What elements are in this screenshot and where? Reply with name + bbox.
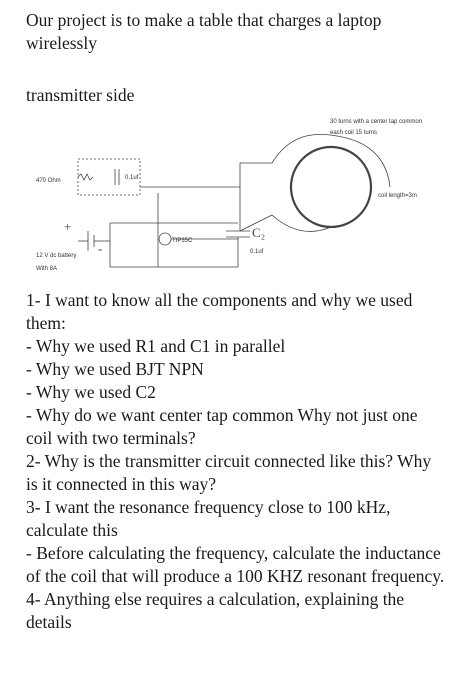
transmitter-circuit-diagram: 30 turns with a center tap common each c…	[36, 119, 422, 272]
question-item: 1- I want to know all the components and…	[26, 290, 413, 333]
coil-each-label: each coil 15 turns	[330, 130, 377, 136]
coil-circle	[289, 145, 373, 229]
question-list: 1- I want to know all the components and…	[26, 289, 446, 634]
battery-plus-label: +	[64, 219, 71, 234]
question-item: - Why we used BJT NPN	[26, 359, 204, 379]
question-item: 4- Anything else requires a calculation,…	[26, 589, 405, 632]
transistor-label: TIP35C	[172, 238, 193, 244]
battery-minus-label: -	[98, 241, 102, 256]
question-item: - Why we used R1 and C1 in parallel	[26, 336, 286, 356]
question-item: 2- Why is the transmitter circuit connec…	[26, 451, 432, 494]
question-item: - Why we used C2	[26, 382, 156, 402]
question-item: 3- I want the resonance frequency close …	[26, 497, 391, 540]
coil-length-label: coil length=3m	[378, 193, 417, 199]
intro-paragraph: Our project is to make a table that char…	[26, 10, 382, 53]
question-item: - Before calculating the frequency, calc…	[26, 543, 445, 586]
transistor-symbol	[158, 232, 172, 246]
section-title: transmitter side	[26, 85, 135, 105]
c2-label: C₂	[252, 225, 265, 240]
c2-value-label: 0.1uf	[250, 249, 264, 255]
coil-turns-label: 30 turns with a center tap common	[330, 119, 422, 125]
battery-label: 12 V dc battery	[36, 253, 76, 259]
resistor-symbol	[77, 173, 94, 181]
coil-wire-top	[240, 133, 391, 188]
resistor-label: 470 Ohm	[36, 178, 61, 184]
coil-wire-bottom	[239, 214, 332, 232]
battery-current-label: With 8A	[36, 266, 57, 272]
c1-label: 0.1uf	[125, 175, 139, 181]
question-item: - Why do we want center tap common Why n…	[26, 405, 418, 448]
